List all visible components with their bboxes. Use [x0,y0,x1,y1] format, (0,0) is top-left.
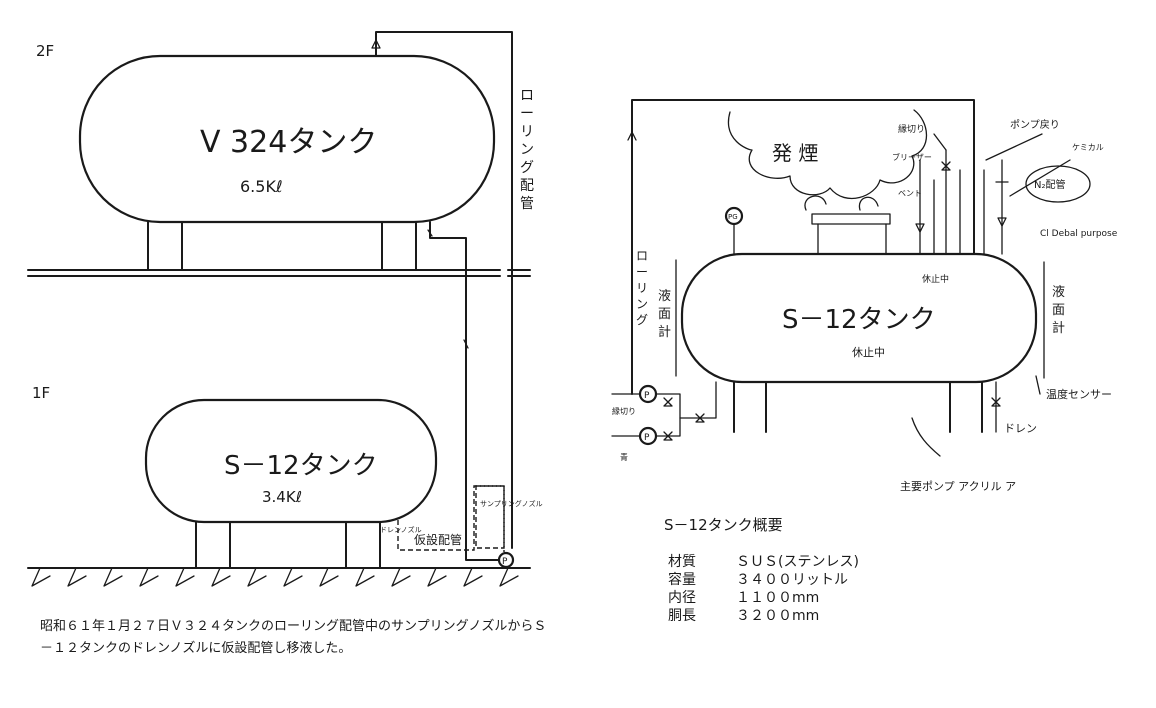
tank-v324-name: V 324タンク [200,125,377,160]
defunct-label: 休止中 [852,346,885,359]
blowdown-label: ブリーザー [892,152,932,162]
n2-pipe-label: N₂配管 [1034,178,1066,191]
cl-purpose-label: Cl Debal purpose [1040,229,1118,239]
ground-line [27,567,531,587]
annotation-leaders [933,133,1091,203]
spec-key-length: 胴長 [668,608,696,624]
tank-v324-capacity: 6.5Kℓ [240,177,283,196]
rolling-pipe [371,31,513,561]
right-pump-symbol-2: P [644,433,650,443]
temp-sensor-label: 温度センサー [1046,387,1112,401]
tank-s12-left-legs [195,521,381,569]
tank-s12-capacity: 3.4Kℓ [262,488,302,506]
spec-value-material: ＳＵＳ(ステンレス) [736,554,859,570]
incident-caption: 昭和６１年１月２７日Ｖ３２４タンクのローリング配管中のサンプリングノズルからＳ－… [40,619,547,656]
tank-v324-legs [147,221,417,271]
vent-label: ベント [898,189,922,198]
tank-s12-left [144,398,438,524]
temporary-pipe [397,485,505,552]
chemical-label: ケミカル [1072,143,1104,152]
pg-label: PG [728,213,738,221]
right-pump-icon-1 [638,384,658,404]
tank-s12-name: S－12タンク [224,451,378,481]
bottom-piping [611,375,1041,441]
smoke-label: 発 煙 [772,141,818,165]
floor-2f-slab [27,269,531,277]
smoke-cloud [727,109,927,211]
spec-value-capacity: ３４００リットル [736,572,848,588]
left-pump-label-1: 縁切り [612,406,636,416]
top-nozzles [915,149,1009,255]
manhole [811,213,891,255]
spec-key-diameter: 内径 [668,590,696,606]
caption-box: 昭和６１年１月２７日Ｖ３２４タンクのローリング配管中のサンプリングノズルからＳ－… [40,619,547,656]
right-pump-symbol-1: P [644,391,650,401]
cut-off-label: 縁切り [898,123,925,135]
pump-symbol: P [502,557,508,567]
level-gauge-right: 液面計 [1052,285,1065,336]
spec-value-length: ３２００mm [736,608,819,624]
spec-value-diameter: １１００mm [736,590,819,606]
tank-v324 [78,54,496,224]
tank-s12-right [680,252,1038,384]
sampling-nozzle-label: サンプリングノズル [480,499,543,508]
floor1-label: 1F [32,384,50,402]
rolling-pipe-label: ローリング配管 [520,88,534,212]
defunct-label-top: 休止中 [922,273,949,285]
specs-title: S－12タンク概要 [664,516,783,534]
note-leader [911,417,941,457]
spec-key-capacity: 容量 [668,571,696,588]
drain-nozzle-label: ドレンノズル [380,525,422,534]
tank-s12-right-legs [733,381,983,433]
right-rolling-label: ローリング [636,249,648,327]
drain-label: ドレン [1004,422,1037,435]
right-rolling-loop [627,99,975,395]
right-pump-icon-2 [638,426,658,446]
right-tank-name: S－12タンク [782,305,936,335]
floor2-label: 2F [36,42,54,60]
level-gauge-left: 液面計 [658,289,671,340]
temp-pipe-label: 仮設配管 [414,532,462,547]
specs-table: 材質 ＳＵＳ(ステンレス) 容量 ３４００リットル 内径 １１００mm 胴長 ３… [668,554,859,624]
left-pump-label-2: 青 [620,452,628,462]
spec-key-material: 材質 [668,554,696,570]
note-under-label: 主要ポンプ アクリル ア [900,480,1016,493]
pump-return-label: ポンプ戻り [1010,118,1060,131]
